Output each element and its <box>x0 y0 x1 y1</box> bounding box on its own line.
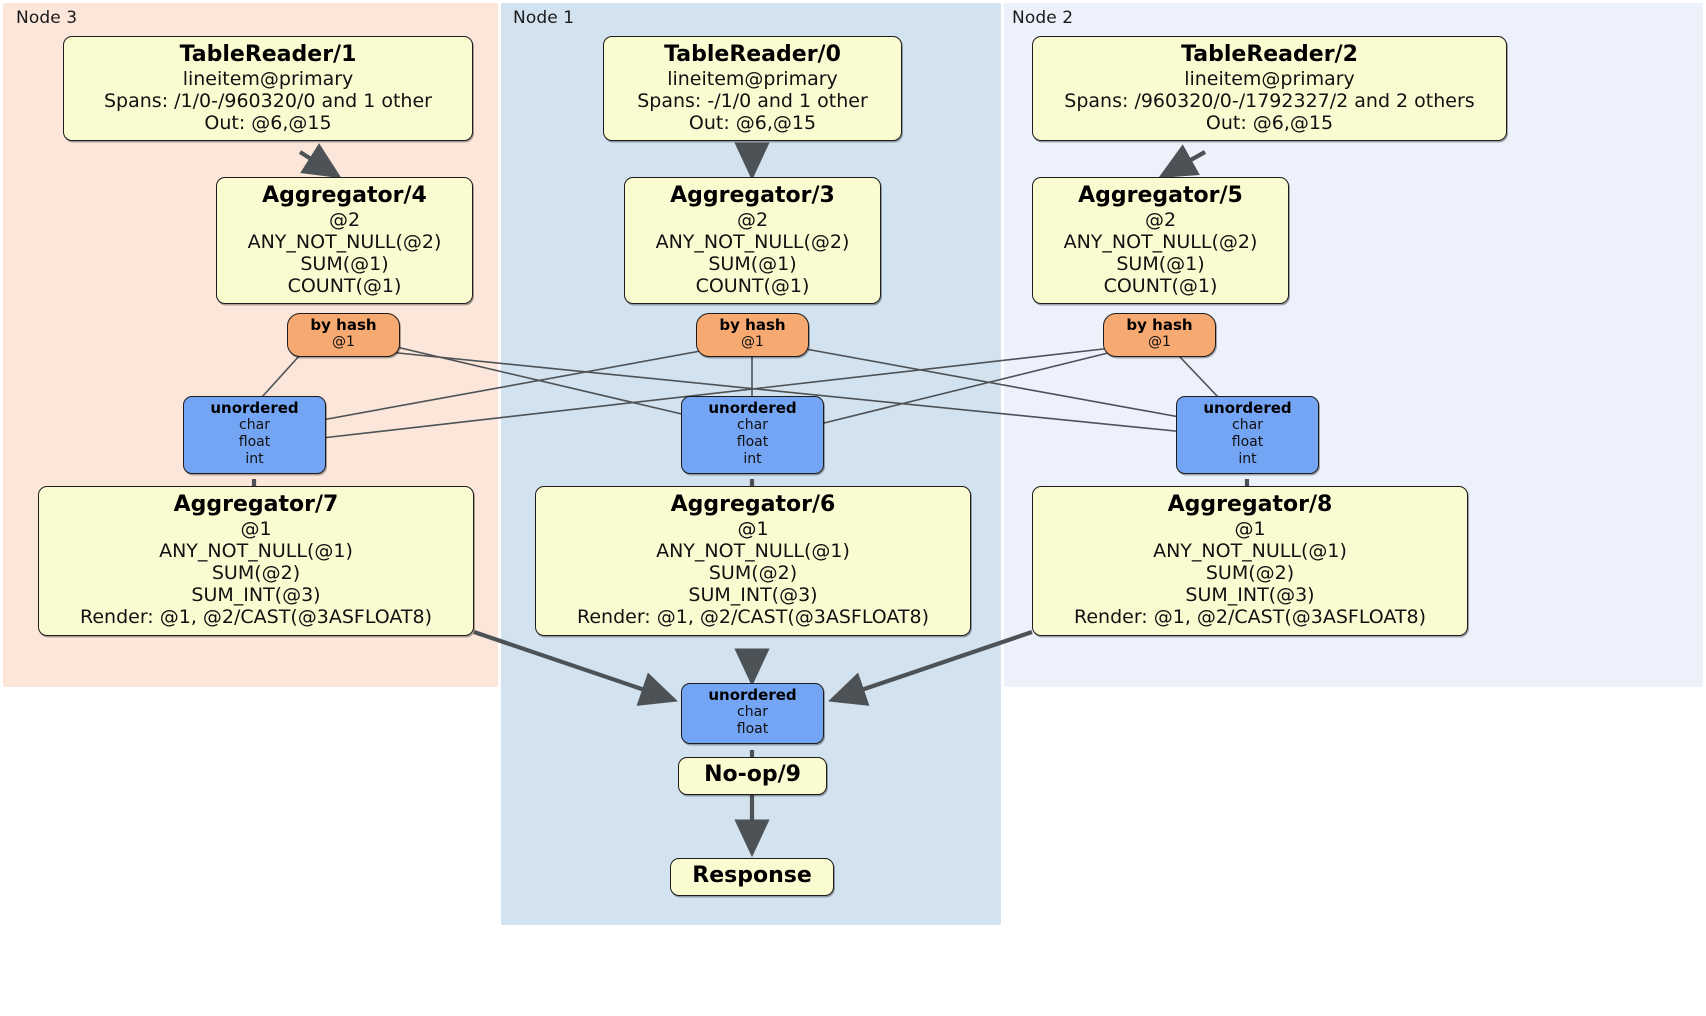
node-line: @1 <box>1234 517 1266 540</box>
node-line: SUM_INT(@3) <box>688 584 818 607</box>
node-line: SUM(@1) <box>1116 252 1205 275</box>
sync-line: int <box>245 450 264 467</box>
node-tablereader-0[interactable]: TableReader/0 lineitem@primary Spans: -/… <box>603 36 902 142</box>
node-line: Render: @1, @2/CAST(@3ASFLOAT8) <box>80 606 432 629</box>
node-title: Aggregator/7 <box>173 492 339 517</box>
router-title: by hash <box>310 316 377 334</box>
node-line: @1 <box>737 517 769 540</box>
node-tablereader-1[interactable]: TableReader/1 lineitem@primary Spans: /1… <box>63 36 473 142</box>
node-aggregator-5[interactable]: Aggregator/5 @2 ANY_NOT_NULL(@2) SUM(@1)… <box>1032 177 1289 305</box>
sync-title: unordered <box>1203 399 1292 417</box>
node-line: SUM(@1) <box>708 252 797 275</box>
router-by-hash-node-1[interactable]: by hash @1 <box>696 313 809 358</box>
node-line: @1 <box>240 517 272 540</box>
node-title: Response <box>692 863 812 888</box>
synchronizer-unordered-node-3[interactable]: unordered char float int <box>183 396 326 474</box>
sync-title: unordered <box>210 399 299 417</box>
node-line: SUM_INT(@3) <box>1185 584 1315 607</box>
node-response[interactable]: Response <box>670 858 834 896</box>
node-line: lineitem@primary <box>182 67 354 90</box>
node-title: TableReader/0 <box>664 42 841 67</box>
sync-line: char <box>239 417 270 434</box>
node-tablereader-2[interactable]: TableReader/2 lineitem@primary Spans: /9… <box>1032 36 1507 142</box>
sync-line: char <box>737 417 768 434</box>
synchronizer-unordered-node-1[interactable]: unordered char float int <box>681 396 824 474</box>
synchronizer-unordered-final[interactable]: unordered char float <box>681 683 824 744</box>
node-line: @2 <box>328 208 361 231</box>
node-line: Out: @6,@15 <box>688 111 817 134</box>
node-aggregator-6[interactable]: Aggregator/6 @1 ANY_NOT_NULL(@1) SUM(@2)… <box>535 486 971 636</box>
panel-node-3-label: Node 3 <box>16 8 78 28</box>
node-line: @2 <box>1144 208 1177 231</box>
node-title: Aggregator/4 <box>262 183 427 208</box>
node-line: ANY_NOT_NULL(@1) <box>656 539 850 562</box>
sync-line: int <box>743 450 762 467</box>
node-line: Out: @6,@15 <box>204 111 332 134</box>
node-line: Render: @1, @2/CAST(@3ASFLOAT8) <box>577 606 929 629</box>
sync-line: float <box>238 434 271 451</box>
node-aggregator-3[interactable]: Aggregator/3 @2 ANY_NOT_NULL(@2) SUM(@1)… <box>624 177 881 305</box>
node-line: lineitem@primary <box>1184 67 1355 90</box>
sync-line: float <box>1231 434 1264 451</box>
sync-line: int <box>1238 450 1257 467</box>
sync-line: float <box>736 434 769 451</box>
node-aggregator-8[interactable]: Aggregator/8 @1 ANY_NOT_NULL(@1) SUM(@2)… <box>1032 486 1468 636</box>
node-line: SUM(@1) <box>300 252 389 275</box>
node-title: TableReader/2 <box>1181 42 1358 67</box>
sync-line: float <box>736 721 769 738</box>
sync-line: char <box>1232 417 1263 434</box>
node-title: TableReader/1 <box>179 42 357 67</box>
node-line: Spans: /1/0-/960320/0 and 1 other <box>104 89 432 112</box>
node-line: ANY_NOT_NULL(@1) <box>1153 539 1347 562</box>
node-title: Aggregator/6 <box>670 492 836 517</box>
node-line: ANY_NOT_NULL(@2) <box>655 230 850 253</box>
node-title: Aggregator/3 <box>670 183 835 208</box>
router-by-hash-node-2[interactable]: by hash @1 <box>1103 313 1216 358</box>
router-title: by hash <box>1126 316 1193 334</box>
router-by-hash-node-3[interactable]: by hash @1 <box>287 313 400 358</box>
synchronizer-unordered-node-2[interactable]: unordered char float int <box>1176 396 1319 474</box>
node-line: SUM(@2) <box>1205 561 1295 584</box>
node-line: ANY_NOT_NULL(@2) <box>1063 230 1258 253</box>
node-line: SUM_INT(@3) <box>191 584 321 607</box>
node-line: lineitem@primary <box>667 67 838 90</box>
panel-node-1-label: Node 1 <box>513 8 575 28</box>
node-line: Out: @6,@15 <box>1205 111 1334 134</box>
node-line: COUNT(@1) <box>287 275 402 298</box>
node-line: ANY_NOT_NULL(@2) <box>247 230 442 253</box>
node-aggregator-4[interactable]: Aggregator/4 @2 ANY_NOT_NULL(@2) SUM(@1)… <box>216 177 473 305</box>
node-line: COUNT(@1) <box>695 275 810 298</box>
sync-title: unordered <box>708 399 797 417</box>
node-noop-9[interactable]: No-op/9 <box>678 757 827 795</box>
router-line: @1 <box>741 334 764 351</box>
node-line: @2 <box>736 208 769 231</box>
node-line: SUM(@2) <box>211 561 301 584</box>
node-line: Render: @1, @2/CAST(@3ASFLOAT8) <box>1074 606 1426 629</box>
node-line: ANY_NOT_NULL(@1) <box>159 539 353 562</box>
node-aggregator-7[interactable]: Aggregator/7 @1 ANY_NOT_NULL(@1) SUM(@2)… <box>38 486 474 636</box>
sync-line: char <box>737 704 768 721</box>
router-line: @1 <box>1148 334 1171 351</box>
node-title: No-op/9 <box>704 762 801 787</box>
panel-node-2-label: Node 2 <box>1012 8 1074 28</box>
router-line: @1 <box>332 334 355 351</box>
node-title: Aggregator/8 <box>1167 492 1333 517</box>
node-title: Aggregator/5 <box>1078 183 1243 208</box>
node-line: Spans: /960320/0-/1792327/2 and 2 others <box>1064 89 1475 112</box>
node-line: SUM(@2) <box>708 561 798 584</box>
sync-title: unordered <box>708 686 797 704</box>
node-line: Spans: -/1/0 and 1 other <box>637 89 868 112</box>
node-line: COUNT(@1) <box>1103 275 1218 298</box>
router-title: by hash <box>719 316 786 334</box>
